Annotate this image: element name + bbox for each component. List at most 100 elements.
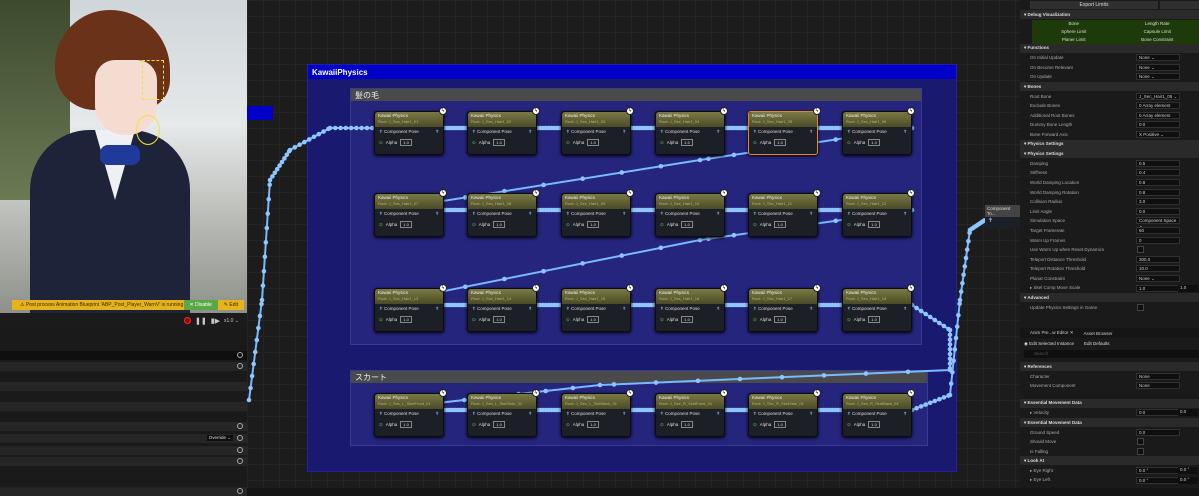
property-value[interactable]: 0.4 <box>1136 169 1180 176</box>
component-pose-pin[interactable]: ✝ Component Pose✝ <box>656 127 724 137</box>
alpha-pin-icon[interactable]: ⊙ <box>847 317 851 323</box>
alpha-input[interactable]: 1.0 <box>681 139 693 146</box>
property-value[interactable]: 10.0 <box>1136 265 1180 272</box>
component-pose-pin[interactable]: ✝ Component Pose✝ <box>749 304 817 314</box>
edit-selected-instance-radio[interactable]: ◉ Edit Selected Instance <box>1024 341 1074 347</box>
property-value-2[interactable]: 0.0 ° <box>1178 467 1198 474</box>
debug-length-rate[interactable]: Length Rate <box>1116 20 1199 28</box>
alpha-input[interactable]: 1.0 <box>681 221 693 228</box>
pose-output-icon[interactable]: ✝ <box>809 211 813 217</box>
alpha-pin-icon[interactable]: ⊙ <box>847 140 851 146</box>
debug-bone[interactable]: Bone <box>1032 20 1116 28</box>
property-checkbox[interactable] <box>1137 246 1144 253</box>
property-value[interactable]: 0 Array element <box>1136 112 1180 119</box>
property-value[interactable]: None ⌄ <box>1136 73 1180 80</box>
component-pose-pin[interactable]: ✝ Component Pose✝ <box>562 304 630 314</box>
property-value[interactable]: 0 Array element <box>1136 102 1180 109</box>
alpha-pin-icon[interactable]: ⊙ <box>566 140 570 146</box>
component-pose-pin[interactable]: ✝ Component Pose✝ <box>375 409 443 419</box>
alpha-pin-icon[interactable]: ⊙ <box>753 222 757 228</box>
pose-output-icon[interactable]: ✝ <box>809 129 813 135</box>
component-pose-pin[interactable]: ✝ Component Pose✝ <box>843 409 911 419</box>
property-checkbox[interactable] <box>1137 448 1144 455</box>
alpha-input[interactable]: 1.0 <box>587 316 599 323</box>
property-value[interactable]: None <box>1136 382 1180 389</box>
export-limits-button[interactable]: Export Limits <box>1030 1 1158 9</box>
property-value[interactable]: 60 <box>1136 227 1180 234</box>
alpha-input[interactable]: 1.0 <box>493 221 505 228</box>
pose-output-icon[interactable]: ✝ <box>809 306 813 312</box>
pose-output-icon[interactable]: ✝ <box>622 411 626 417</box>
animation-preview-viewport[interactable] <box>0 0 247 313</box>
alpha-input[interactable]: 1.0 <box>400 421 412 428</box>
property-value[interactable]: 0.0 ° <box>1136 467 1180 474</box>
property-value[interactable]: 3.0 <box>1136 198 1180 205</box>
comment-title-hair[interactable]: 髪の毛 <box>351 89 921 101</box>
alpha-input[interactable]: 1.0 <box>868 316 880 323</box>
component-pose-pin[interactable]: ✝ Component Pose✝ <box>562 209 630 219</box>
alpha-pin-icon[interactable]: ⊙ <box>660 222 664 228</box>
property-value[interactable]: 0.0 <box>1136 409 1180 416</box>
pose-output-icon[interactable]: ✝ <box>435 129 439 135</box>
pose-output-icon[interactable]: ✝ <box>528 211 532 217</box>
property-value[interactable]: 0.0 <box>1136 429 1180 436</box>
pose-output-icon[interactable]: ✝ <box>716 129 720 135</box>
component-pose-pin[interactable]: ✝ Component Pose✝ <box>562 409 630 419</box>
property-value[interactable]: 0.0 ° <box>1136 477 1180 484</box>
property-value[interactable]: 300.0 <box>1136 256 1180 263</box>
alpha-input[interactable]: 1.0 <box>493 139 505 146</box>
extra-button[interactable] <box>1160 1 1199 9</box>
alpha-pin-icon[interactable]: ⊙ <box>379 317 383 323</box>
component-pose-pin[interactable]: ✝ Component Pose✝ <box>562 127 630 137</box>
reset-icon[interactable] <box>237 423 243 429</box>
section-header[interactable]: ▾ Debug Visualization <box>1020 10 1199 19</box>
pose-output-icon[interactable]: ✝ <box>809 411 813 417</box>
property-value[interactable]: J_Sec_Hair1_05 ⌄ <box>1136 93 1180 100</box>
pose-output-icon[interactable]: ✝ <box>903 129 907 135</box>
alpha-input[interactable]: 1.0 <box>774 421 786 428</box>
pose-output-icon[interactable]: ✝ <box>622 129 626 135</box>
alpha-pin-icon[interactable]: ⊙ <box>566 317 570 323</box>
tab-anim-preview-editor[interactable]: Anim Pre...w Editor ✕ <box>1030 330 1074 336</box>
alpha-pin-icon[interactable]: ⊙ <box>379 140 383 146</box>
component-pose-pin[interactable]: ✝ Component Pose✝ <box>375 304 443 314</box>
alpha-input[interactable]: 1.0 <box>681 316 693 323</box>
offscreen-comment-box[interactable] <box>247 106 273 120</box>
component-pose-pin[interactable]: ✝ Component Pose✝ <box>749 409 817 419</box>
alpha-pin-icon[interactable]: ⊙ <box>660 317 664 323</box>
tab-asset-browser[interactable]: Asset Browser <box>1084 331 1113 336</box>
alpha-pin-icon[interactable]: ⊙ <box>753 317 757 323</box>
pose-output-icon[interactable]: ✝ <box>622 211 626 217</box>
pose-output-icon[interactable]: ✝ <box>528 306 532 312</box>
alpha-pin-icon[interactable]: ⊙ <box>566 422 570 428</box>
property-value[interactable]: None ⌄ <box>1136 54 1180 61</box>
section-header[interactable]: ▾ References <box>1020 362 1199 371</box>
property-value-2[interactable]: 0.0 ° <box>1178 477 1198 484</box>
alpha-input[interactable]: 1.0 <box>868 139 880 146</box>
alpha-input[interactable]: 1.0 <box>868 421 880 428</box>
component-pose-pin[interactable]: ✝ Component Pose✝ <box>749 127 817 137</box>
alpha-pin-icon[interactable]: ⊙ <box>847 422 851 428</box>
property-value[interactable]: 0 <box>1136 237 1180 244</box>
reset-icon[interactable] <box>237 447 243 453</box>
pose-output-icon[interactable]: ✝ <box>716 411 720 417</box>
alpha-pin-icon[interactable]: ⊙ <box>379 222 383 228</box>
reset-icon[interactable] <box>237 488 243 494</box>
alpha-input[interactable]: 1.0 <box>868 221 880 228</box>
pose-output-icon[interactable]: ✝ <box>435 411 439 417</box>
alpha-input[interactable]: 1.0 <box>493 421 505 428</box>
alpha-pin-icon[interactable]: ⊙ <box>753 140 757 146</box>
alpha-input[interactable]: 1.0 <box>587 421 599 428</box>
property-value[interactable]: 0.8 <box>1136 179 1180 186</box>
alpha-input[interactable]: 1.0 <box>400 316 412 323</box>
section-header[interactable]: ▾ Physics Settings <box>1020 149 1199 158</box>
